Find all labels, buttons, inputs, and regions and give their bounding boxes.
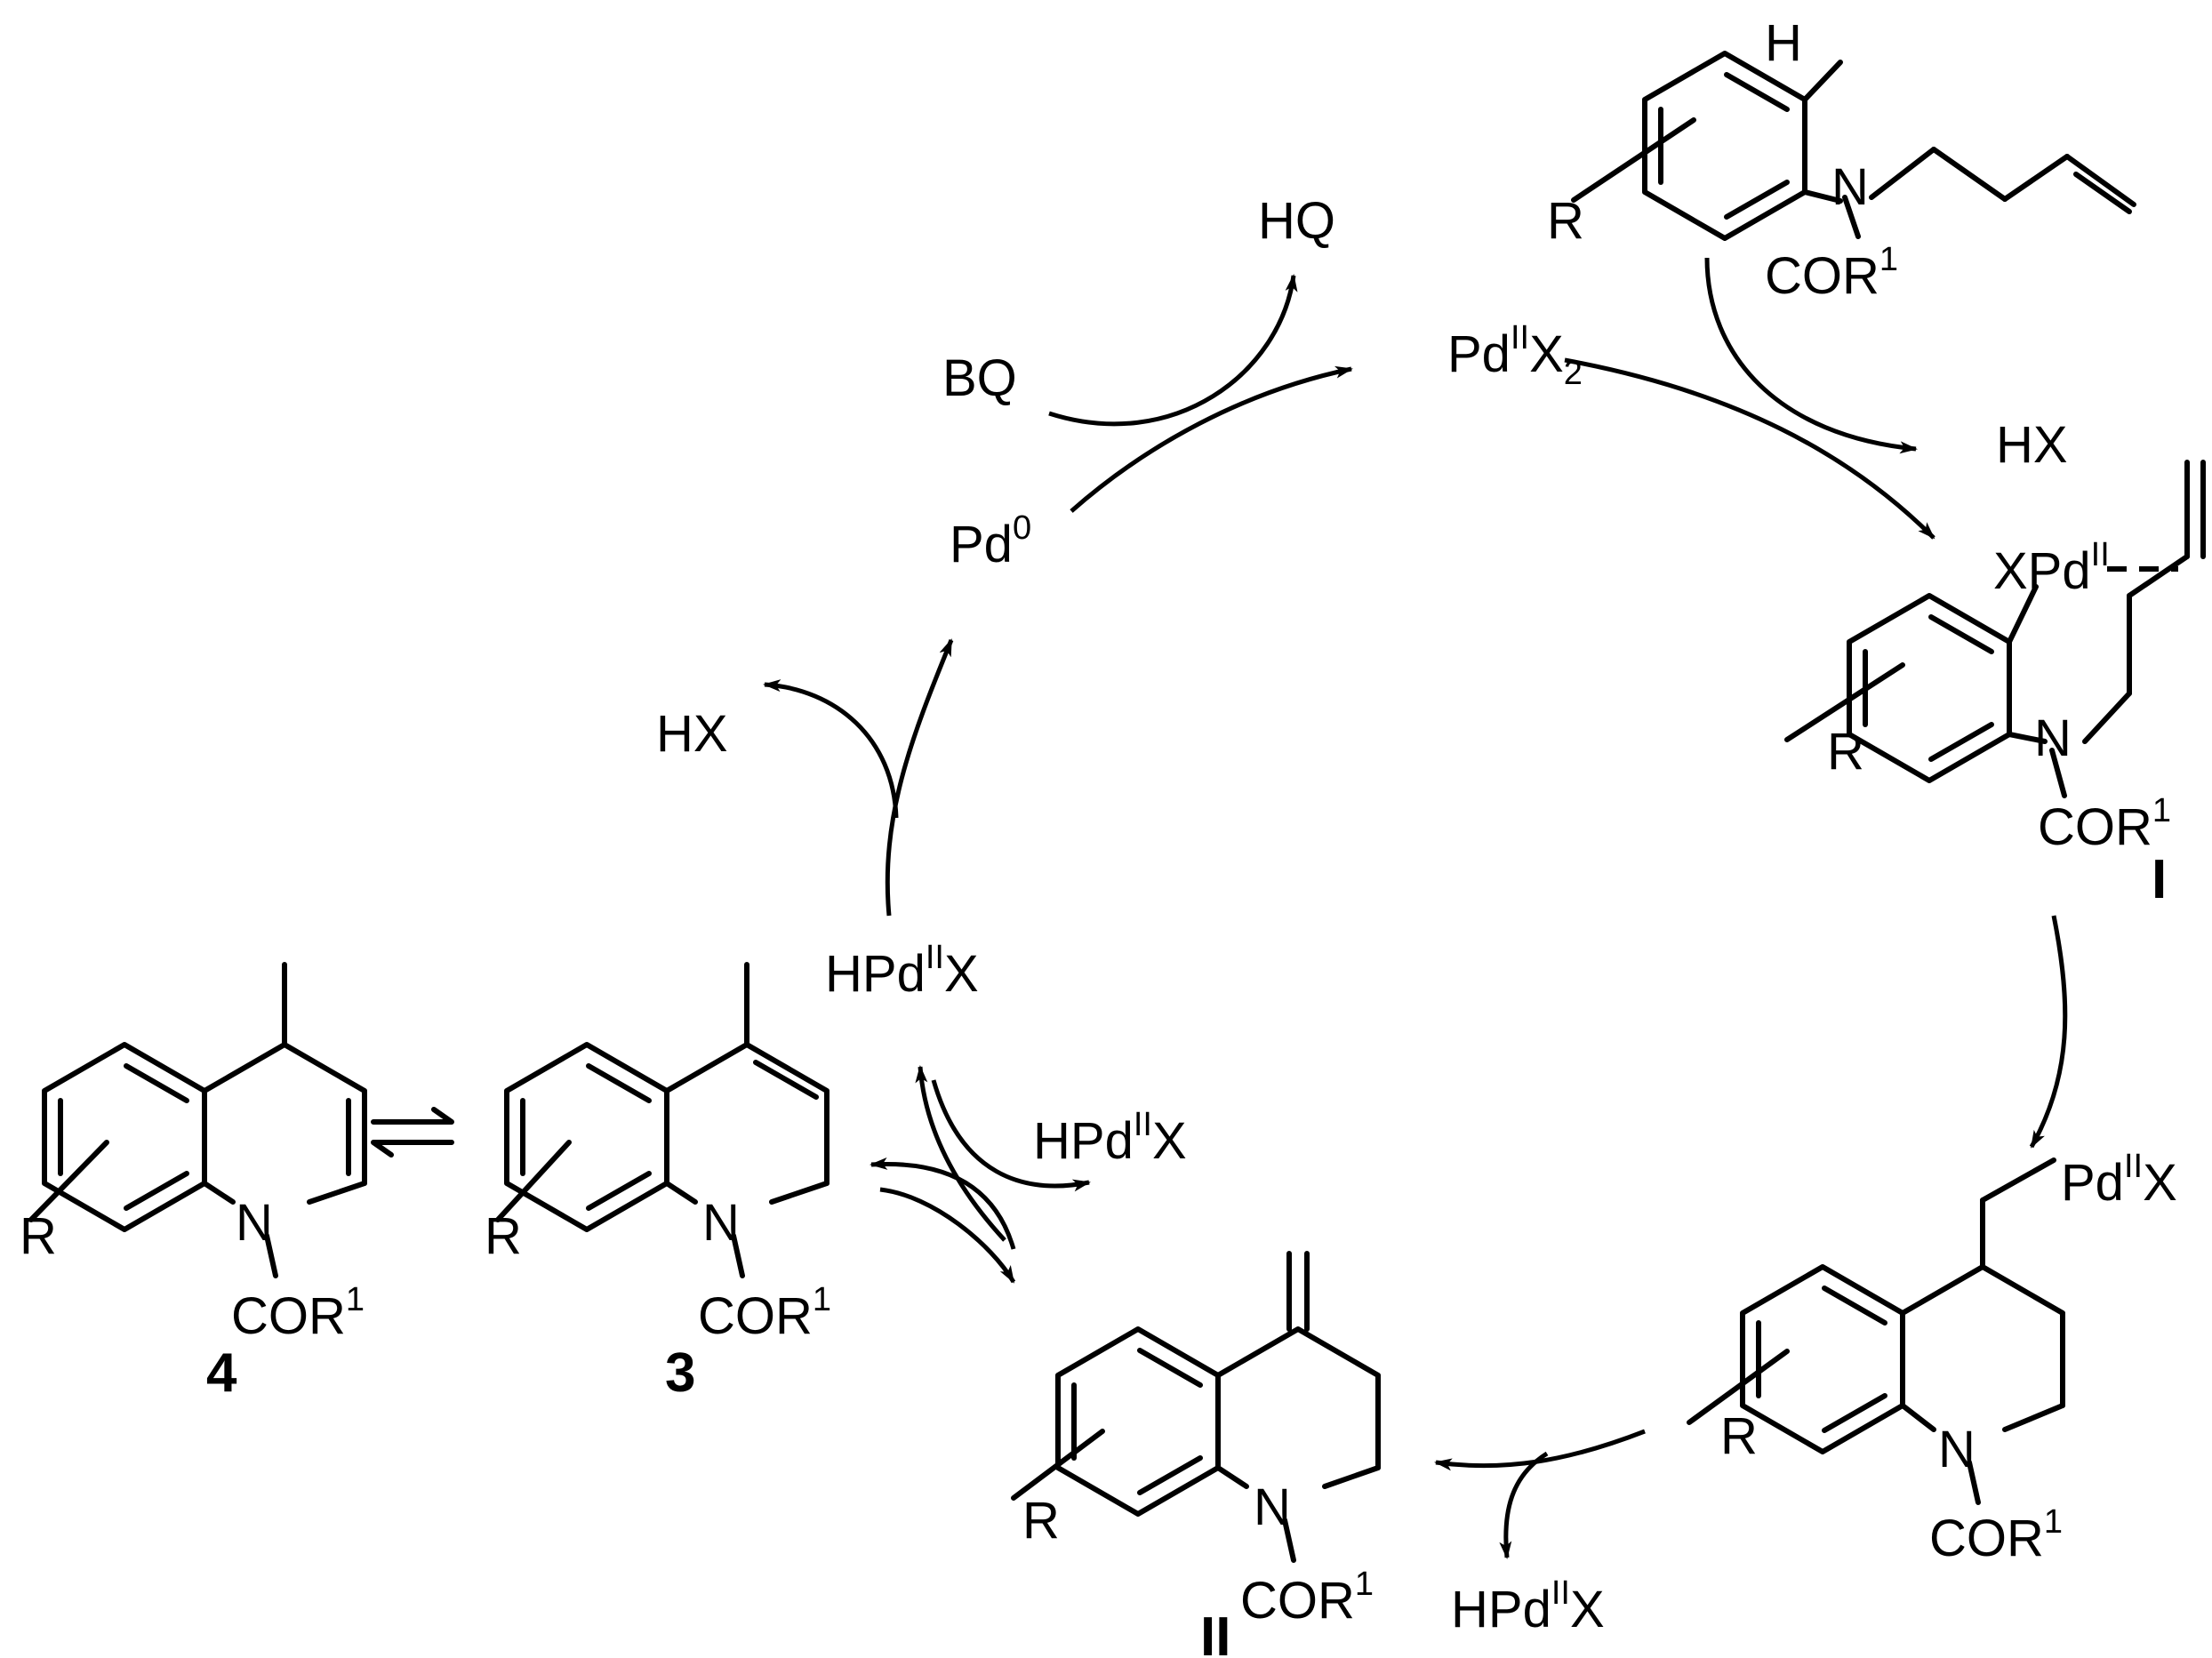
nitrogen-label: N [1938, 1421, 1976, 1478]
cycle-arrows [763, 257, 2068, 1559]
compound-label-4: 4 [206, 1342, 237, 1404]
acyl-label: COR1 [231, 1281, 365, 1345]
compound-label-I: I [2152, 849, 2167, 910]
bq-label: BQ [942, 349, 1017, 407]
acyl-label: COR1 [2038, 792, 2171, 856]
pdx-label: PdIIX [2061, 1148, 2177, 1212]
nitrogen-label: N [1254, 1478, 1291, 1536]
xpd-label: XPdII [1993, 536, 2110, 600]
nitrogen-label: N [702, 1194, 740, 1252]
hpdx-cycle-label: HPdIIX [825, 939, 979, 1003]
r-group-label: R [1720, 1407, 1758, 1465]
starting-aniline: H N R COR1 [1547, 14, 2136, 305]
r-group-label: R [485, 1207, 522, 1265]
r-group-label: R [20, 1207, 57, 1265]
compound-label-II: II [1200, 1606, 1230, 1658]
acyl-label: COR1 [1765, 241, 1898, 305]
nitrogen-label: N [2034, 709, 2072, 767]
equilibrium-arrows [371, 1107, 454, 1157]
compound-3: N R COR1 3 [485, 962, 831, 1404]
intermediate-I: XPdII N R COR1 I [1784, 460, 2206, 910]
compound-4: N R COR1 4 [20, 962, 367, 1404]
compound-II: N R COR1 II [1011, 1251, 1381, 1658]
r-group-label: R [1547, 192, 1584, 250]
hq-label: HQ [1258, 192, 1335, 250]
r-group-label: R [1827, 723, 1864, 781]
acyl-label: COR1 [1929, 1503, 2063, 1567]
nitrogen-label: N [236, 1194, 273, 1252]
nitrogen-label: N [1831, 158, 1869, 216]
hpdx-readd-label: HPdIIX [1033, 1106, 1187, 1170]
pd0-label: Pd0 [950, 509, 1031, 573]
hydrogen-label: H [1765, 14, 1802, 72]
hx-top-label: HX [1996, 416, 2068, 474]
alkylpalladium-intermediate: PdIIX N R COR1 [1687, 1148, 2177, 1567]
hpdx-release-label: HPdIIX [1451, 1574, 1605, 1638]
hx-left-label: HX [656, 705, 728, 763]
compound-label-3: 3 [665, 1342, 695, 1404]
acyl-label: COR1 [698, 1281, 831, 1345]
pdx2-label: PdIIX2 [1447, 319, 1583, 392]
r-group-label: R [1022, 1492, 1060, 1550]
acyl-label: COR1 [1240, 1566, 1374, 1630]
